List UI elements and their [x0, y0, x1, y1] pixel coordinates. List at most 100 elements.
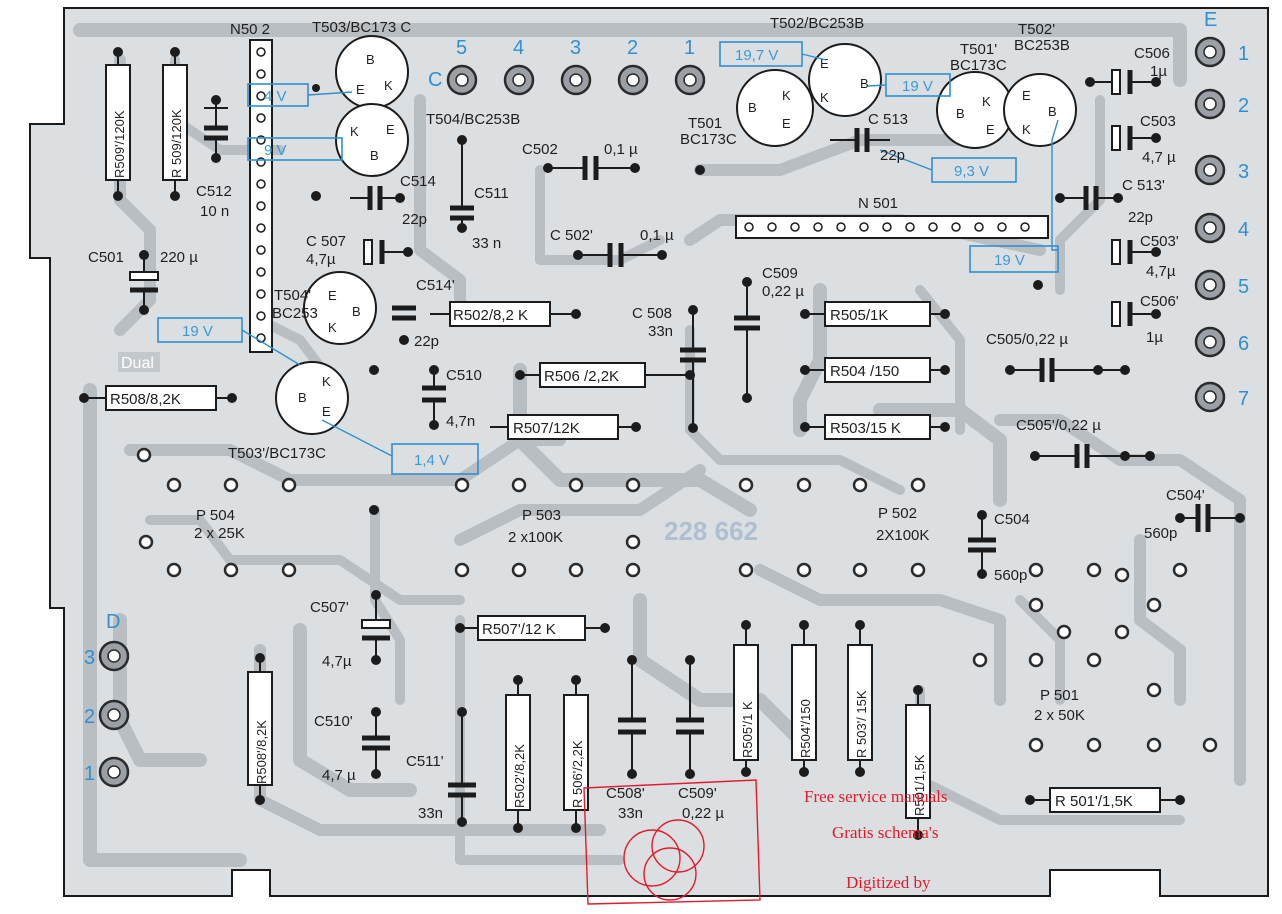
e-pin-7: 7 — [1238, 388, 1249, 410]
t501p-pin-e: E — [986, 122, 995, 137]
r504p-label: R504'/150 — [798, 699, 813, 758]
t502-label: T502/BC253B — [770, 15, 864, 32]
r504-label: R504 /150 — [830, 363, 899, 380]
solder-points — [139, 77, 1245, 827]
r509-label: R 509/120K — [169, 109, 184, 178]
t503p-pin-b: B — [298, 390, 307, 405]
c507-label: C 507 — [306, 233, 346, 250]
r501p-label: R 501'/1,5K — [1055, 793, 1133, 810]
p503-value: 2 x100K — [508, 529, 563, 546]
c508p-label: C508' — [606, 785, 645, 802]
c510p-value: 4,7 µ — [322, 767, 356, 784]
c-connector — [446, 64, 706, 96]
e-pin-5: 5 — [1238, 276, 1249, 298]
r508-label: R508/8,2K — [110, 391, 181, 408]
c503-label: C503 — [1140, 113, 1176, 130]
c508p-value: 33n — [618, 805, 643, 822]
d-pin-2: 2 — [84, 706, 95, 728]
p501-value: 2 x 50K — [1034, 707, 1085, 724]
c506p-value: 1µ — [1146, 329, 1163, 346]
t501p-pin-k: K — [982, 94, 991, 109]
pot-pads — [136, 447, 1218, 753]
e-pin-4: 4 — [1238, 219, 1249, 241]
r502-label: R502/8,2 K — [453, 307, 528, 324]
t501p-label-a: T501' — [960, 41, 997, 58]
c513p-value: 22p — [1128, 209, 1153, 226]
c504-label: C504 — [994, 511, 1030, 528]
t504p-pin-b: B — [352, 304, 361, 319]
r509p-label: R509'/120K — [112, 110, 127, 178]
d-pin-1: 1 — [84, 763, 95, 785]
t504p-label-b: BC253 — [272, 305, 318, 322]
transistor-t502 — [808, 43, 882, 117]
resistor-r501 — [905, 685, 931, 840]
t503-pin-b: B — [366, 52, 375, 67]
r503p-label: R 503'/ 15K — [854, 690, 869, 758]
t502p-pin-e: E — [1022, 88, 1031, 103]
resistor-r503p — [847, 620, 873, 777]
e-connector — [1194, 36, 1226, 413]
c512-label: C512 — [196, 183, 232, 200]
resistor-r504p — [791, 620, 817, 777]
p502-value: 2X100K — [876, 527, 929, 544]
c508-label: C 508 — [632, 305, 672, 322]
c502-value: 0,1 µ — [604, 141, 638, 158]
r502p-label: R502'/8,2K — [512, 744, 527, 808]
part-number: 228 662 — [664, 516, 758, 546]
r505-label: R505/1K — [830, 307, 888, 324]
t502p-label-b: BC253B — [1014, 37, 1070, 54]
r505p-label: R505'/1 K — [740, 701, 755, 758]
resistor-r507p — [455, 615, 610, 641]
r506-label: R506 /2,2K — [544, 368, 619, 385]
n501-connector — [735, 215, 1049, 239]
resistor-r508p — [247, 653, 273, 805]
c502p-label: C 502' — [550, 227, 593, 244]
c509-value: 0,22 µ — [762, 283, 804, 300]
c503p-value: 4,7µ — [1146, 263, 1176, 280]
e-pin-1: 1 — [1238, 43, 1249, 65]
t501p-label-b: BC173C — [950, 57, 1007, 74]
c503p-label: C503' — [1140, 233, 1179, 250]
c510-value: 4,7n — [446, 413, 475, 430]
p503-label: P 503 — [522, 507, 561, 524]
t502p-label-a: T502' — [1018, 21, 1055, 38]
c514p-label: C514' — [416, 277, 455, 294]
c510-label: C510 — [446, 367, 482, 384]
t503-pin-k: K — [384, 78, 393, 93]
voltage-4v: 4 V — [264, 88, 287, 105]
voltage-19v-right: 19 V — [994, 252, 1025, 269]
e-connector-label: E — [1204, 9, 1217, 31]
resistor-r505p — [733, 620, 759, 777]
p501-label: P 501 — [1040, 687, 1079, 704]
c505-label: C505/0,22 µ — [986, 331, 1068, 348]
transistor-t504p — [303, 271, 377, 345]
t502p-pin-k: K — [1022, 122, 1031, 137]
e-pin-3: 3 — [1238, 161, 1249, 183]
t504-pin-b: B — [370, 148, 379, 163]
n502-connector — [249, 39, 273, 353]
t504p-pin-k: K — [328, 320, 337, 335]
c505p-label: C505'/0,22 µ — [1016, 417, 1101, 434]
r501-label: R501/1,5K — [912, 754, 927, 816]
resistor-r507 — [490, 414, 641, 440]
t501-pin-e: E — [782, 116, 791, 131]
c513-value: 22p — [880, 147, 905, 164]
t503-label: T503/BC173 C — [312, 19, 411, 36]
c501-label: C501 — [88, 249, 124, 266]
c511-label: C511 — [474, 185, 509, 202]
t502-pin-e: E — [820, 56, 829, 71]
d-connector-label: D — [106, 611, 120, 633]
c509p-label: C509' — [678, 785, 717, 802]
p504-label: P 504 — [196, 507, 235, 524]
c511-value: 33 n — [472, 235, 501, 252]
resistor-r506 — [515, 362, 690, 388]
c509-label: C509 — [762, 265, 798, 282]
voltage-leader-lines — [241, 53, 1059, 457]
r503-label: R503/15 K — [830, 420, 901, 437]
c507p-label: C507' — [310, 599, 349, 616]
c511p-label: C511' — [406, 753, 444, 770]
r507p-label: R507'/12 K — [482, 621, 556, 638]
c513-label: C 513 — [868, 111, 908, 128]
c509p-value: 0,22 µ — [682, 805, 724, 822]
